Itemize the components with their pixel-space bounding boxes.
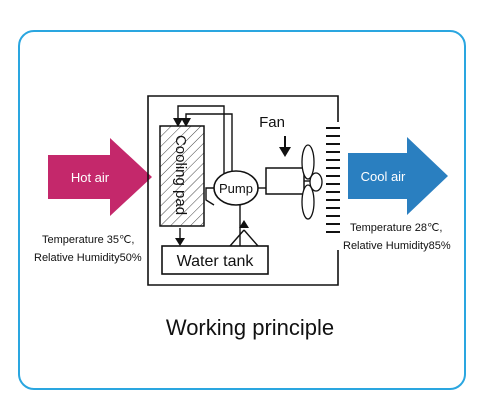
hot-air-label: Hot air [71,170,110,185]
hot-humidity-text: Relative Humidity50% [34,252,142,264]
diagram-caption: Working principle [165,315,335,340]
fan-blades [301,144,323,220]
hot-air-arrow: Hot air [48,138,152,216]
fan-label: Fan [259,114,285,131]
hot-temperature-text: Temperature 35℃, [42,234,134,246]
pipe-arrow-2 [181,118,191,127]
water-tank: Water tank [161,245,269,275]
fan-pointer-arrow [279,136,291,157]
drip-arrow [175,238,185,246]
cool-air-label: Cool air [361,169,406,184]
cooling-pad-label: Cooling pad [172,135,189,215]
water-tank-label: Water tank [177,253,255,270]
cooling-pad: Cooling pad [159,125,205,227]
cool-air-arrow: Cool air [348,137,448,215]
diagram-frame [18,30,466,390]
unit-housing [147,95,339,286]
cool-temperature-text: Temperature 28℃, [350,222,442,234]
pump-tank-lines [179,187,259,247]
suction-arrow [239,220,249,228]
louver-grille [326,127,340,233]
pump: Pump [213,170,259,206]
pipe-arrow-1 [173,118,183,127]
fan-motor [265,167,305,195]
cool-humidity-text: Relative Humidity85% [343,240,451,252]
pump-label: Pump [219,181,253,196]
